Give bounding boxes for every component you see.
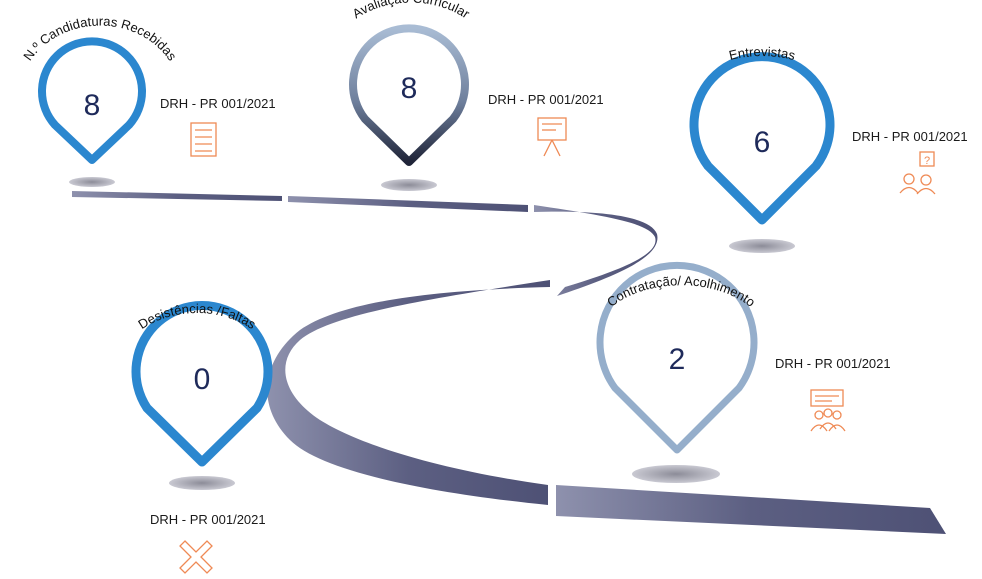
stage-entrevistas: 6 Entrevistas DRH - PR 001/2021 ? (689, 44, 968, 225)
stage-candidaturas: 8 N.º Candidaturas Recebidas DRH - PR 00… (20, 14, 276, 164)
stage-value: 0 (194, 363, 211, 396)
pin-shadow (729, 239, 795, 253)
checklist-icon (190, 122, 217, 157)
pin-shadow (632, 465, 720, 483)
stage-title: Entrevistas (727, 44, 797, 63)
stage-reference: DRH - PR 001/2021 (775, 356, 891, 371)
stage-reference: DRH - PR 001/2021 (150, 512, 266, 527)
map-pin-icon (596, 261, 758, 454)
map-pin-icon (131, 301, 273, 467)
map-pin-icon (349, 24, 469, 166)
presentation-board-icon (537, 117, 567, 157)
stage-title: Avaliação Curricular (350, 0, 473, 22)
stage-value: 2 (669, 343, 686, 376)
map-pin-icon (38, 37, 146, 164)
road-segment (267, 280, 550, 505)
pin-shadow (169, 476, 235, 490)
stage-contratacao: 2 Contratação/ Acolhimento DRH - PR 001/… (596, 261, 891, 454)
road-segment (534, 205, 658, 296)
interview-question-icon (899, 151, 936, 195)
cross-icon (179, 540, 213, 574)
pin-shadow (69, 177, 115, 187)
road (72, 191, 946, 534)
stage-reference: DRH - PR 001/2021 (488, 92, 604, 107)
stage-value: 8 (401, 72, 418, 105)
stage-value: 6 (754, 126, 771, 159)
pin-shadow (381, 179, 437, 191)
road-segment (72, 191, 282, 201)
map-pin-icon (689, 52, 835, 225)
stage-value: 8 (84, 89, 101, 122)
road-segment (288, 196, 528, 212)
pin-shadows (69, 177, 795, 490)
stage-desistencias: 0 Desistências /Faltas DRH - PR 001/2021 (131, 301, 273, 574)
stage-avaliacao: 8 Avaliação Curricular DRH - PR 001/2021 (349, 0, 604, 166)
stage-reference: DRH - PR 001/2021 (852, 129, 968, 144)
question-mark-icon: ? (924, 155, 930, 167)
team-meeting-icon (810, 389, 846, 432)
stage-reference: DRH - PR 001/2021 (160, 96, 276, 111)
road-segment (556, 485, 946, 534)
